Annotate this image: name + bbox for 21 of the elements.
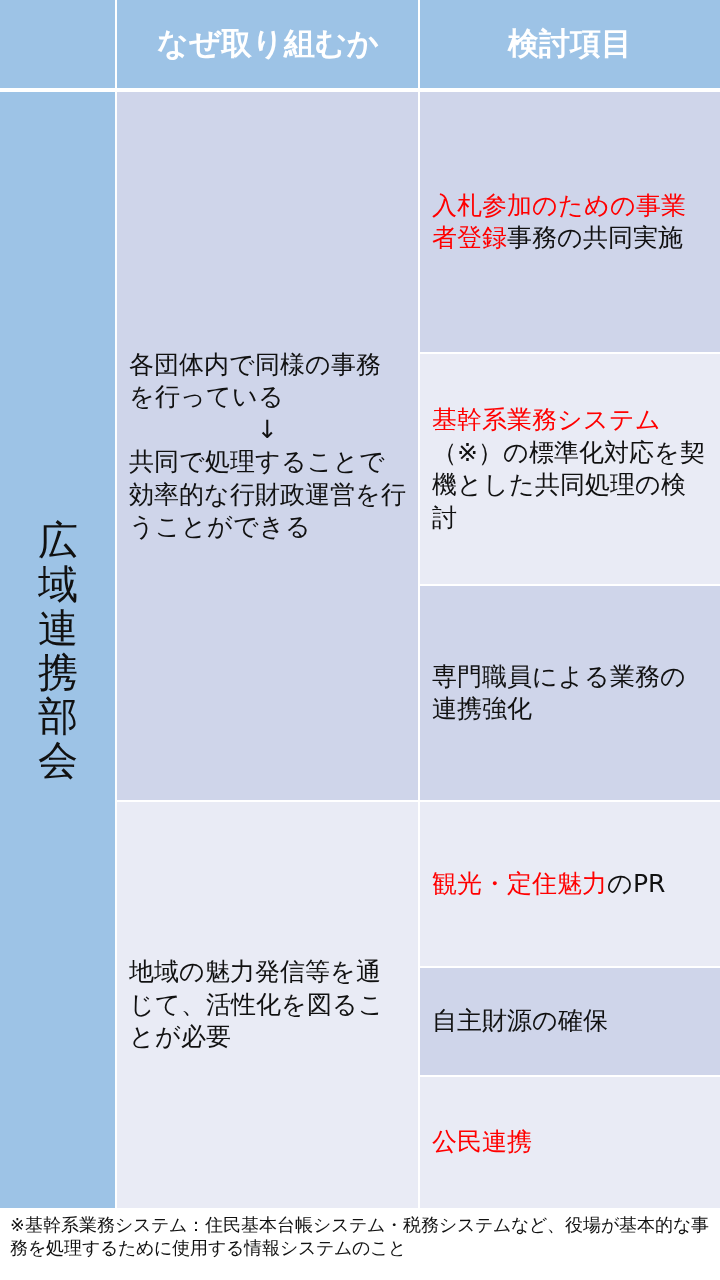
table-cell [420, 92, 720, 352]
table-cell [420, 968, 720, 1075]
header-cell [420, 0, 720, 88]
cell-text: 観光・定住魅力のPR [432, 867, 667, 900]
header-cell [117, 0, 418, 88]
cell-text: 基幹系業務システム（※）の標準化対応を契機とした共同処理の検討 [432, 404, 706, 534]
cell-text: 共同で処理することで効率的な行財政運営を行うことができる [129, 446, 406, 543]
row-header: 広域連携部会 [37, 518, 78, 782]
column-header: なぜ取り組むか [156, 24, 379, 63]
down-arrow-text: ↓ [257, 413, 278, 446]
cell-text: 入札参加のための事業者登録事務の共同実施 [432, 189, 687, 254]
table-cell [420, 586, 720, 800]
cell-text: 専門職員による業務の連携強化 [432, 660, 687, 725]
cell-text: 自主財源の確保 [432, 1005, 609, 1038]
footnote: ※基幹系業務システム：住民基本台帳システム・税務システムなど、役場が基本的な事務を処理するために使用する情報システムのこと [10, 1214, 710, 1260]
cell-text: 各団体内で同様の事務を行っている [129, 348, 382, 413]
table-cell [117, 92, 418, 800]
cell-text: 公民連携 [432, 1126, 533, 1159]
header-cell [0, 92, 115, 1208]
cell-text: 地域の魅力発信等を通じて、活性化を図ることが必要 [129, 956, 385, 1054]
column-header: 検討項目 [508, 24, 632, 63]
